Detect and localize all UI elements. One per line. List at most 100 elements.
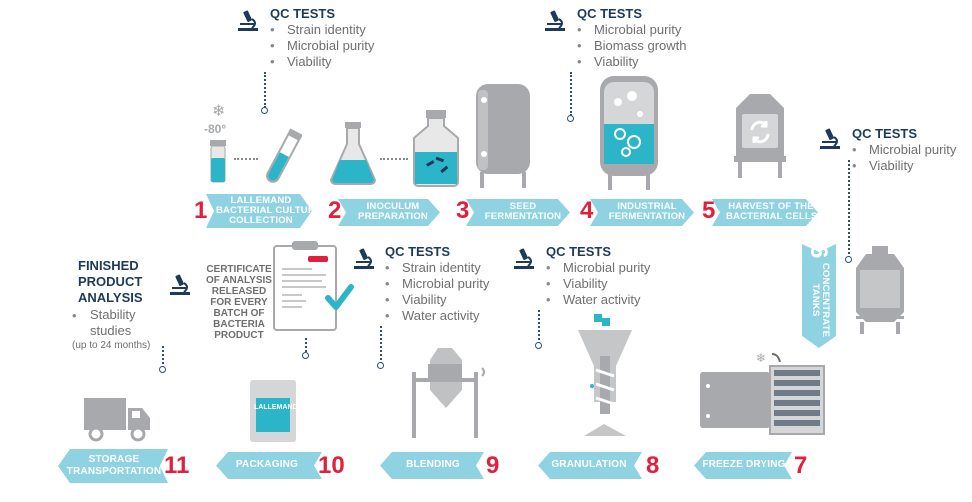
microscope-icon [820,128,840,149]
certificate-line: BACTERIA [213,319,265,330]
bottle-icon [413,110,459,187]
qc-item: Water activity [546,292,650,308]
flask-icon [329,122,377,185]
step-label: STORAGE TRANSPORTATION [64,454,164,478]
step-10-banner [216,452,322,479]
connector-dot [302,352,309,359]
step-label-line: LALLEMAND [230,195,292,206]
step-11-banner [58,449,168,483]
connector-line [162,346,164,368]
concentrate-tank-icon [856,246,904,334]
step-label: BLENDING [406,459,460,470]
connector-dot [535,342,542,349]
step-label: GRANULATION [551,459,627,470]
microscope-icon [238,10,258,31]
qc-item: Viability [385,292,489,308]
microscope-icon [170,274,190,295]
qc-list: Microbial purity Biomass growth Viabilit… [577,22,686,70]
qc-item: Strain identity [270,22,374,38]
qc-item: Biomass growth [577,38,686,54]
finished-title-line: ANALYSIS [78,290,143,305]
step-label-line: TRANSPORTATION [66,466,162,477]
qc-list: Strain identity Microbial purity Viabili… [270,22,374,70]
step-label: LALLEMAND BACTERIAL CULTURE COLLECTION [216,195,322,226]
seed-fermenter-icon [476,84,530,188]
certificate-line: PRODUCT [214,330,264,341]
qc-item: Microbial purity [270,38,374,54]
step-2-banner [338,199,440,226]
step-label-line: SEED [509,201,537,212]
qc-title: QC TESTS [577,6,643,21]
connector-dot [261,107,268,114]
step-label: INDUSTRIAL FERMENTATION [604,202,690,222]
step-label: HARVEST OF THE BACTERIAL CELLS [726,201,817,222]
step-number: 9 [486,452,500,479]
step-label-line: COLLECTION [229,215,293,226]
step-number: 8 [646,452,660,479]
qc-item: Microbial purity [546,260,650,276]
connector-line [570,72,572,116]
microscope-icon [545,10,565,31]
connector-line [848,160,850,258]
step-number: 3 [456,197,470,224]
step-label-line: STORAGE [88,454,140,465]
industrial-fermenter-icon [600,76,658,190]
qc-title: QC TESTS [852,126,918,141]
step-1-banner [206,194,312,228]
step-number: 7 [794,452,808,479]
finished-title-line: PRODUCT [78,274,143,289]
qc-item: Viability [852,158,956,174]
step-4-banner [590,199,694,226]
qc-title: QC TESTS [385,244,451,259]
certificate-line: RELEASED [211,286,267,297]
finished-item: Stability [90,307,136,322]
step-label-line: BACTERIAL CULTURE [216,205,322,216]
qc-item: Viability [546,276,650,292]
qc-item: Microbial purity [577,22,686,38]
certificate-line: FOR EVERY [210,297,268,308]
step-label-line: HARVEST OF THE [728,201,814,212]
dotted-arrow [380,158,408,160]
connector-dot [845,256,852,263]
step-7-banner [694,452,792,479]
connector-dot [159,366,166,373]
step-number: 1 [194,197,208,224]
svg-text:❄: ❄ [756,351,766,365]
connector-dot [567,115,574,122]
freeze-dryer-icon: ❄ [700,351,825,435]
connector-dot [377,362,384,369]
step-label: FREEZE DRYING [702,459,786,470]
granulator-icon [578,314,632,436]
qc-list: Microbial purity Viability [852,142,956,174]
step-number: 4 [580,197,594,224]
dotted-arrow [234,158,258,160]
certificate-line: BATCH OF [213,308,265,319]
step-label-line: TANKS [810,283,821,317]
step-label-line: CONCENTRATE [820,262,831,338]
qc-item: Viability [270,54,374,70]
step-label-line: FERMENTATION [608,211,686,222]
truck-icon [84,398,150,442]
step-label-line: INDUSTRIAL [617,201,677,212]
step-number: 11 [164,452,190,479]
step-number: 5 [702,197,716,224]
step-label-line: INOCULUM [366,201,420,212]
step-8-banner [538,452,642,479]
frozen-vial-icon: ❄ [210,101,226,183]
qc-list: Strain identity Microbial purity Viabili… [385,260,489,324]
connector-line [264,72,266,108]
certificate-line: OF ANALYSIS [206,275,272,286]
step-6-banner [802,244,836,348]
qc-item: Strain identity [385,260,489,276]
connector-line [538,310,540,344]
certificate-line: CERTIFICATE [206,264,272,275]
step-label: SEED FERMENTATION [480,202,566,222]
microscope-icon [354,248,374,269]
step-label: PACKAGING [235,459,299,470]
step-9-banner [380,452,484,479]
clipboard-icon [273,241,354,331]
qc-title: QC TESTS [546,244,612,259]
qc-item: Water activity [385,308,489,324]
product-bag-icon [250,380,296,442]
svg-text:❄: ❄ [212,101,225,120]
